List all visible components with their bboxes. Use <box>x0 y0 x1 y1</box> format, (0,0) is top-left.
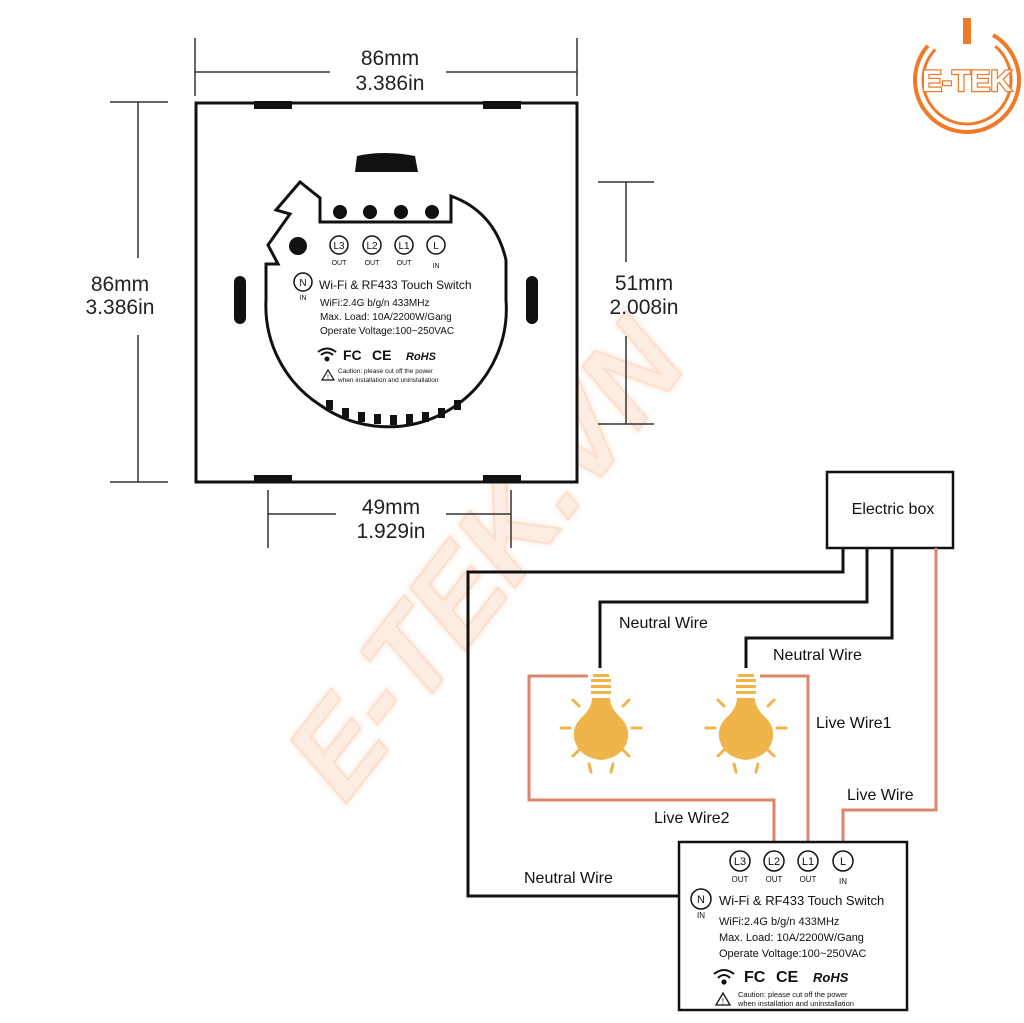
electric-box: Electric box <box>825 470 955 550</box>
svg-text:L1: L1 <box>398 241 410 252</box>
module-spec-voltage: Operate Voltage:100~250VAC <box>320 326 454 337</box>
lower-terminal-l1: L1 OUT <box>797 850 819 884</box>
svg-text:L: L <box>840 856 846 868</box>
lower-module-title: Wi-Fi & RF433 Touch Switch <box>719 893 884 908</box>
svg-text:L3: L3 <box>734 856 746 868</box>
logo-text: E-TEK <box>922 65 1012 98</box>
cert-fcc: FC <box>343 347 362 363</box>
lower-terminal-l: L IN <box>832 850 854 886</box>
module-spec-load: Max. Load: 10A/2200W/Gang <box>320 312 452 323</box>
cert-rohs: RoHS <box>406 351 437 363</box>
lower-wifi-icon <box>713 969 735 985</box>
dimension-lines <box>110 38 654 548</box>
label-neutral-wire-2: Neutral Wire <box>773 647 862 664</box>
svg-text:N: N <box>697 894 705 906</box>
lower-caution-line1: Caution: please cut off the power <box>738 990 848 999</box>
upper-module-labels: L3 OUT L2 OUT L1 OUT L IN N IN Wi-Fi & R… <box>293 235 472 384</box>
lower-cert-fcc: FC <box>744 969 766 986</box>
neutral-wires <box>466 548 894 898</box>
lower-cert-ce: CE <box>776 969 799 986</box>
svg-text:!: ! <box>327 374 329 381</box>
bottom-width-mm: 49mm <box>362 496 420 519</box>
lower-terminal-l2: L2 OUT <box>763 850 785 884</box>
caution-line2: when installation and uninstallation <box>337 377 439 384</box>
bulb-2-icon <box>704 672 788 774</box>
top-width-mm: 86mm <box>361 47 419 70</box>
svg-text:L3: L3 <box>333 241 345 252</box>
lower-warning-icon: ! <box>714 991 732 1006</box>
label-live-wire: Live Wire <box>847 787 914 804</box>
svg-text:IN: IN <box>433 263 440 270</box>
bulb-1-icon <box>559 672 643 774</box>
svg-text:L2: L2 <box>366 241 378 252</box>
switch-back-plate <box>194 101 579 484</box>
lower-caution-line2: when installation and uninstallation <box>737 999 854 1008</box>
svg-text:Electric box: Electric box <box>852 501 935 518</box>
svg-text:OUT: OUT <box>332 260 348 267</box>
svg-text:L: L <box>433 241 439 252</box>
svg-text:IN: IN <box>839 877 847 886</box>
svg-text:!: ! <box>722 997 724 1006</box>
left-height-mm: 86mm <box>91 273 149 296</box>
label-neutral-wire-3: Neutral Wire <box>524 870 613 887</box>
svg-text:OUT: OUT <box>800 875 817 884</box>
terminal-l2: L2 OUT <box>362 235 382 267</box>
svg-text:L2: L2 <box>768 856 780 868</box>
svg-text:OUT: OUT <box>766 875 783 884</box>
svg-text:OUT: OUT <box>365 260 381 267</box>
terminal-l3: L3 OUT <box>329 235 349 267</box>
module-title: Wi-Fi & RF433 Touch Switch <box>319 278 472 292</box>
lower-terminal-n: N IN <box>690 888 712 920</box>
lower-spec-load: Max. Load: 10A/2200W/Gang <box>719 932 864 944</box>
left-height-in: 3.386in <box>86 296 155 319</box>
etek-logo: E-TEK <box>913 18 1021 134</box>
terminal-l1: L1 OUT <box>394 235 414 267</box>
svg-text:IN: IN <box>300 295 307 302</box>
wifi-icon <box>317 347 337 362</box>
svg-text:N: N <box>299 278 306 289</box>
module-spec-wifi: WiFi:2.4G b/g/n 433MHz <box>320 298 429 309</box>
terminal-l: L IN <box>426 235 446 270</box>
terminal-n: N IN <box>293 272 313 302</box>
module-housing <box>264 179 508 429</box>
lower-spec-voltage: Operate Voltage:100~250VAC <box>719 948 867 960</box>
svg-text:OUT: OUT <box>732 875 749 884</box>
svg-text:OUT: OUT <box>397 260 413 267</box>
bottom-width-in: 1.929in <box>357 520 426 543</box>
label-neutral-wire-1: Neutral Wire <box>619 615 708 632</box>
lower-spec-wifi: WiFi:2.4G b/g/n 433MHz <box>719 916 839 928</box>
lower-terminal-l3: L3 OUT <box>729 850 751 884</box>
right-height-in: 2.008in <box>610 296 679 319</box>
label-live-wire1: Live Wire1 <box>816 715 892 732</box>
live-wires <box>527 548 938 848</box>
cert-ce: CE <box>372 347 391 363</box>
top-width-in: 3.386in <box>356 72 425 95</box>
lower-cert-rohs: RoHS <box>813 970 849 985</box>
warning-icon: ! <box>320 368 336 381</box>
lower-switch-module: L3 OUT L2 OUT L1 OUT L IN N IN Wi-Fi & R… <box>677 840 909 1012</box>
svg-text:IN: IN <box>697 911 705 920</box>
svg-text:L1: L1 <box>802 856 814 868</box>
caution-line1: Caution: please cut off the power <box>338 368 434 375</box>
label-live-wire2: Live Wire2 <box>654 810 730 827</box>
right-height-mm: 51mm <box>615 272 673 295</box>
